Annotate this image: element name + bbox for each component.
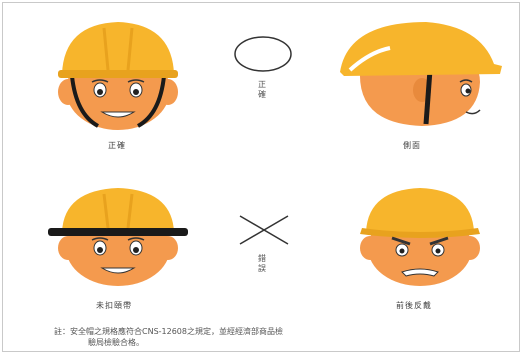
- caption-worn-backwards: 前後反戴: [396, 300, 432, 311]
- footnote-line-2: 驗局檢驗合格。: [54, 337, 494, 348]
- caption-strap-unfastened: 未扣頤帶: [96, 300, 132, 311]
- circle-mark-icon: [232, 34, 294, 78]
- face-correct-front: [28, 14, 208, 132]
- footnote-line-1: 註：安全帽之規格應符合CNS-12608之規定，並經經濟部商品檢: [54, 326, 494, 337]
- caption-correct: 正確: [108, 140, 126, 151]
- face-side-view: [330, 12, 506, 132]
- footnote: 註：安全帽之規格應符合CNS-12608之規定，並經經濟部商品檢 驗局檢驗合格。: [54, 326, 494, 348]
- wrong-label: 錯誤: [256, 254, 268, 274]
- correct-label: 正確: [256, 80, 268, 100]
- cross-mark-icon: [236, 212, 292, 252]
- face-worn-backwards: [330, 186, 510, 290]
- face-strap-unfastened: [28, 186, 208, 290]
- caption-side: 側面: [403, 140, 421, 151]
